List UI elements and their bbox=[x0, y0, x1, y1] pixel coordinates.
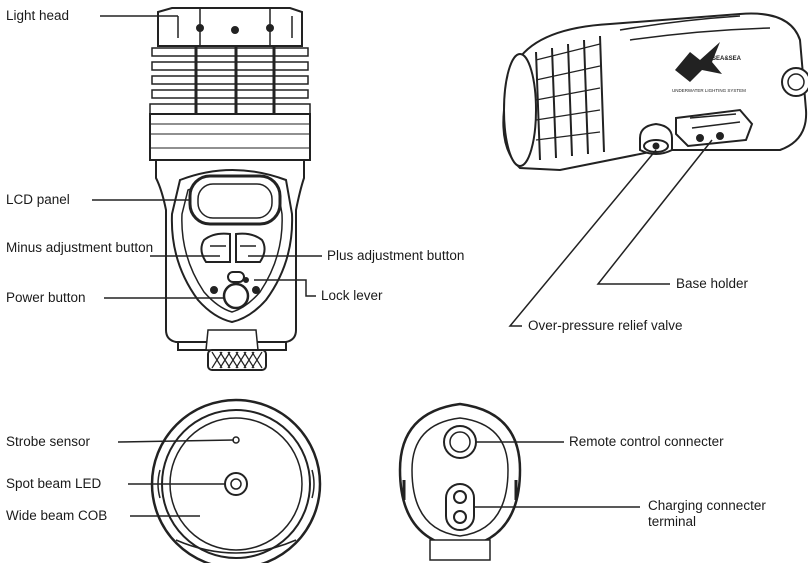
label-remote-connector: Remote control connecter bbox=[569, 434, 724, 449]
minus-button-shape bbox=[200, 232, 231, 263]
label-lcd-panel: LCD panel bbox=[6, 192, 70, 207]
spot-beam-led-shape bbox=[224, 472, 248, 496]
light-head-end-view bbox=[150, 398, 322, 563]
leader-lines bbox=[92, 15, 713, 517]
label-plus-button: Plus adjustment button bbox=[327, 248, 465, 263]
label-base-holder: Base holder bbox=[676, 276, 749, 291]
label-light-head: Light head bbox=[6, 8, 70, 23]
base-holder-shape bbox=[675, 108, 754, 148]
remote-connector-shape bbox=[443, 425, 477, 459]
label-wide-cob: Wide beam COB bbox=[6, 508, 108, 523]
cooling-fins bbox=[149, 46, 311, 115]
svg-text:SEA&SEA: SEA&SEA bbox=[712, 56, 742, 62]
svg-text:UNDERWATER LIGHTING SYSTEM: UNDERWATER LIGHTING SYSTEM bbox=[672, 88, 746, 93]
light-perspective-view: SEA&SEA UNDERWATER LIGHTING SYSTEM bbox=[502, 12, 808, 172]
label-minus-button: Minus adjustment button bbox=[6, 240, 154, 255]
label-power-button: Power button bbox=[6, 290, 86, 305]
label-strobe-sensor: Strobe sensor bbox=[6, 434, 91, 449]
label-charging-terminal: Charging connecter terminal bbox=[648, 498, 766, 529]
plus-button-shape bbox=[235, 232, 266, 263]
label-spot-led: Spot beam LED bbox=[6, 476, 102, 491]
label-relief-valve: Over-pressure relief valve bbox=[528, 318, 683, 333]
lock-lever-shape bbox=[227, 271, 245, 283]
brand-logo: SEA&SEA UNDERWATER LIGHTING SYSTEM bbox=[672, 42, 746, 93]
light-front-view bbox=[149, 7, 311, 371]
light-rear-view bbox=[398, 402, 522, 561]
power-button-shape bbox=[222, 282, 250, 310]
label-lock-lever: Lock lever bbox=[321, 288, 383, 303]
lcd-panel bbox=[188, 174, 282, 226]
